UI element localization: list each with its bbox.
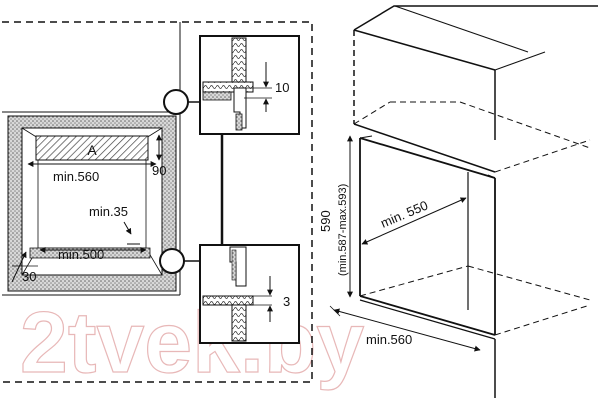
label-min560-cabinet: min.560 — [366, 332, 412, 347]
label-90: 90 — [152, 163, 166, 178]
callout-circle-bottom — [159, 248, 185, 274]
front-installation-view: A 90 min.560 min.35 min.500 30 — [2, 21, 313, 383]
detail-bottom: 3 — [199, 244, 300, 344]
label-min35: min.35 — [89, 204, 128, 219]
label-a: A — [87, 142, 97, 158]
watermark: 2tvek.by — [20, 295, 364, 391]
cabinet-outline — [2, 22, 181, 113]
label-10: 10 — [275, 80, 289, 95]
label-590: 590 — [318, 210, 333, 232]
label-3: 3 — [283, 294, 290, 309]
callout-circle-top — [163, 89, 189, 115]
label-min500: min.500 — [58, 247, 104, 262]
cabinet-perspective-view: min. 550 590 (min.587-max.593) min.560 — [318, 5, 598, 398]
label-min560-front: min.560 — [53, 169, 99, 184]
ventilation-area-a — [35, 135, 149, 161]
detail-top: 10 — [199, 35, 300, 135]
label-30: 30 — [22, 269, 36, 284]
label-range593: (min.587-max.593) — [337, 184, 349, 276]
